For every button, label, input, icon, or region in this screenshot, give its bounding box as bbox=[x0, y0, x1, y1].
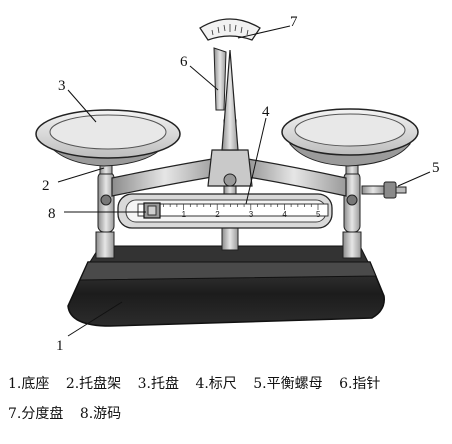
pointer-arm bbox=[213, 47, 227, 111]
leader-7 bbox=[237, 25, 291, 39]
base bbox=[67, 245, 385, 327]
legend-item-pointer: 6.指针 bbox=[339, 376, 381, 392]
left-column bbox=[95, 171, 115, 259]
callout-4: 4 bbox=[262, 104, 270, 120]
callout-1: 1 bbox=[56, 338, 64, 354]
ruler-tick-label-2: 2 bbox=[215, 210, 220, 219]
legend-item-ruler: 4.标尺 bbox=[195, 376, 237, 392]
callout-6: 6 bbox=[180, 54, 188, 70]
right-pan bbox=[281, 108, 419, 175]
legend-row-2: 7.分度盘 8.游码 bbox=[8, 403, 133, 423]
legend-item-dial: 7.分度盘 bbox=[8, 406, 64, 422]
legend-item-rider: 8.游码 bbox=[79, 406, 122, 422]
callout-8: 8 bbox=[48, 206, 56, 222]
ruler-tick-label-4: 4 bbox=[282, 210, 287, 219]
legend-item-pan: 3.托盘 bbox=[137, 376, 179, 392]
leader-4 bbox=[245, 117, 267, 205]
balance-nut bbox=[361, 181, 407, 199]
leader-2 bbox=[57, 167, 105, 183]
leader-1 bbox=[67, 301, 123, 337]
right-column bbox=[342, 171, 362, 259]
legend-row-1: 1.底座 2.托盘架 3.托盘 4.标尺 5.平衡螺母 6.指针 bbox=[8, 373, 392, 393]
left-pan bbox=[35, 109, 181, 175]
legend-item-balance-nut: 5.平衡螺母 bbox=[253, 376, 323, 392]
dial-plate bbox=[199, 18, 261, 41]
leader-3 bbox=[67, 89, 97, 123]
callout-2: 2 bbox=[42, 178, 50, 194]
callout-7: 7 bbox=[290, 14, 298, 30]
ruler-tick-label-3: 3 bbox=[249, 210, 254, 219]
ruler-tick-label-1: 1 bbox=[182, 210, 187, 219]
leader-5 bbox=[397, 171, 431, 187]
leader-6 bbox=[189, 65, 219, 91]
rider[interactable] bbox=[143, 202, 161, 219]
ruler-frame bbox=[117, 193, 333, 229]
pointer-needle bbox=[221, 49, 239, 151]
callout-3: 3 bbox=[58, 78, 66, 94]
legend-item-pan-holder: 2.托盘架 bbox=[65, 376, 122, 392]
ruler-tick-label-5: 5 bbox=[316, 210, 321, 219]
callout-5: 5 bbox=[432, 160, 440, 176]
legend-item-base: 1.底座 bbox=[8, 376, 50, 392]
